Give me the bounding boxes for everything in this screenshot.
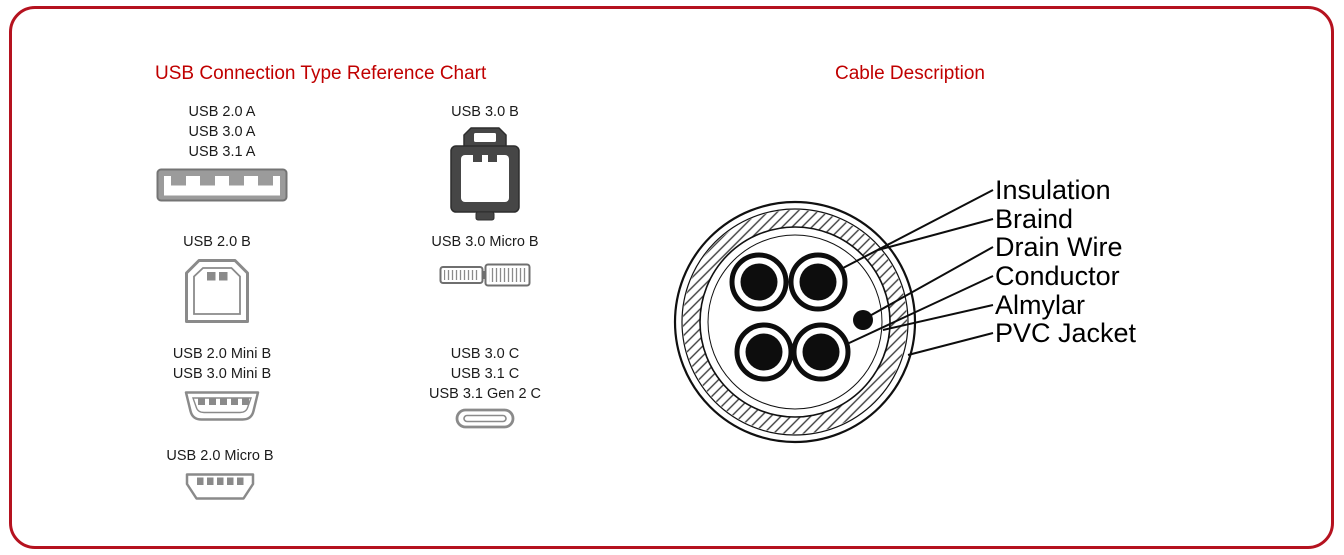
usb-type-label: USB 2.0 A: [188, 104, 256, 120]
usb-3-micro-b-connector-icon: [439, 263, 531, 287]
usb-3-micro-b-group: USB 3.0 Micro B: [410, 232, 560, 288]
usb-type-label: USB 3.0 B: [451, 104, 519, 120]
usb-mini-b-group: USB 2.0 Mini B USB 3.0 Mini B: [147, 344, 297, 422]
usb-c-group: USB 3.0 C USB 3.1 C USB 3.1 Gen 2 C: [410, 344, 560, 429]
page-border: [9, 6, 1334, 549]
usb-mini-b-connector-icon: [184, 391, 260, 421]
cable-label-drain-wire: Drain Wire: [995, 232, 1123, 262]
usb-type-label: USB 3.0 C: [450, 346, 520, 362]
cable-label-braid: Braind: [995, 204, 1074, 234]
usb-type-label: USB 3.0 Micro B: [431, 234, 539, 250]
cable-description-title: Cable Description: [835, 63, 985, 84]
usb-2b-connector-icon: [185, 259, 249, 323]
cable-label-conductor: Conductor: [995, 261, 1120, 291]
cable-cross-section-diagram: [673, 189, 994, 444]
cable-label-almylar: Almylar: [995, 290, 1086, 320]
leader-lines: [842, 189, 994, 356]
conductor-circles: [729, 252, 851, 382]
usb-type-label: USB 3.1 Gen 2 C: [428, 386, 542, 402]
usb-3b-connector-icon: [450, 127, 520, 221]
usb-type-label: USB 3.0 A: [188, 124, 256, 140]
usb-2b-group: USB 2.0 B: [142, 232, 292, 324]
cable-label-pvc-jacket: PVC Jacket: [995, 318, 1137, 348]
usb-2-micro-b-connector-icon: [185, 473, 255, 500]
drain-wire-dot: [853, 310, 873, 330]
usb-type-label: USB 2.0 Mini B: [172, 346, 272, 362]
almylar-wrap-line: [707, 234, 883, 410]
usb-c-connector-icon: [455, 408, 515, 429]
usb-a-group: USB 2.0 A USB 3.0 A USB 3.1 A: [147, 102, 297, 202]
usb-type-label: USB 3.1 C: [450, 366, 520, 382]
usb-type-label: USB 2.0 Micro B: [166, 448, 274, 464]
usb-3b-group: USB 3.0 B: [410, 102, 560, 222]
usb-type-label: USB 2.0 B: [183, 234, 251, 250]
usb-2-micro-b-group: USB 2.0 Micro B: [145, 446, 295, 502]
usb-chart-title: USB Connection Type Reference Chart: [155, 63, 487, 84]
usb-type-label: USB 3.0 Mini B: [172, 366, 272, 382]
cable-label-insulation: Insulation: [995, 175, 1111, 205]
usb-a-connector-icon: [156, 168, 288, 202]
usb-type-label: USB 3.1 A: [188, 144, 256, 160]
jacket-inner-line: [681, 208, 909, 436]
